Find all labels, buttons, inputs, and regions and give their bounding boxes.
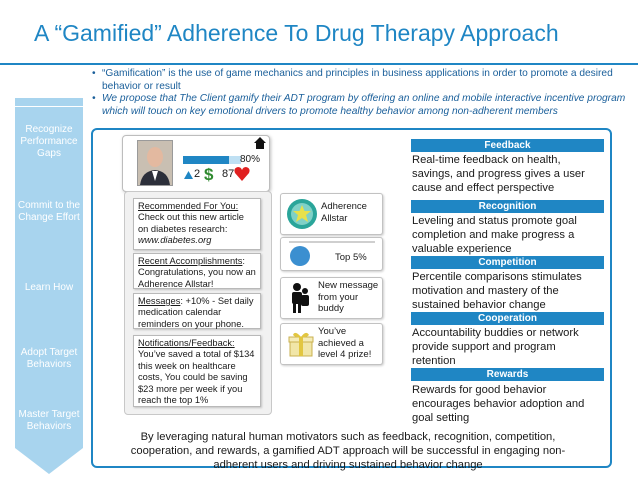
recognition-header: Recognition <box>411 200 604 213</box>
notifications-card[interactable]: Notifications/Feedback: You’ve saved a t… <box>133 335 261 407</box>
messages-card[interactable]: Messages: +10% - Set daily medication ca… <box>133 293 261 329</box>
points-value: 87 <box>222 168 235 180</box>
recommended-card[interactable]: Recommended For You: Check out this new … <box>133 198 261 250</box>
summary-text: By leveraging natural human motivators s… <box>130 431 566 471</box>
feedback-text: Real-time feedback on health, savings, a… <box>412 154 585 194</box>
cooperation-text: Accountability buddies or network provid… <box>412 327 579 367</box>
prize-card[interactable]: You’ve achieved a level 4 prize! <box>280 323 383 365</box>
bullet-definition: “Gamification” is the use of game mechan… <box>92 68 632 93</box>
slide-title: A “Gamified” Adherence To Drug Therapy A… <box>34 20 559 46</box>
message-notice-label: New message from your buddy <box>318 280 379 314</box>
recognition-text: Leveling and status promote goal complet… <box>412 215 577 255</box>
recommended-text: Check out this new article on diabetes r… <box>138 212 244 234</box>
avatar <box>137 140 173 186</box>
rewards-header: Rewards <box>411 368 604 381</box>
recommended-title: Recommended For You: <box>138 201 239 211</box>
intro-bullets: “Gamification” is the use of game mechan… <box>92 68 632 118</box>
prize-label: You’ve achieved a level 4 prize! <box>318 326 372 360</box>
dollar-icon: $ <box>204 165 214 184</box>
bullet-proposal: We propose that The Client gamify their … <box>92 93 632 118</box>
rank-label: Top 5% <box>335 252 367 263</box>
competition-text: Percentile comparisons stimulates motiva… <box>412 271 582 311</box>
feedback-header: Feedback <box>411 139 604 152</box>
step-learn: Learn How <box>24 282 74 293</box>
level-up-icon <box>184 171 193 179</box>
notifications-title: Notifications/Feedback: <box>138 338 235 348</box>
accomplishments-text: : Congratulations, you now an Adherence … <box>138 256 256 289</box>
title-divider <box>0 63 638 65</box>
notifications-text: You’ve saved a total of $134 this week o… <box>138 349 255 406</box>
rank-scale <box>289 241 375 243</box>
rank-card[interactable]: Top 5% <box>280 237 383 271</box>
accomplishments-card[interactable]: Recent Accomplishments: Congratulations,… <box>133 253 261 289</box>
progress-label: 80% <box>240 154 261 165</box>
cooperation-header: Cooperation <box>411 312 604 325</box>
step-master: Master Target Behaviors <box>18 409 80 432</box>
accomplishments-title: Recent Accomplishments <box>138 256 243 266</box>
step-commit: Commit to the Change Effort <box>17 200 81 223</box>
main-content-frame <box>91 128 612 468</box>
person-photo-icon <box>138 141 172 185</box>
allstar-badge-card[interactable]: Adherence Allstar <box>280 193 383 235</box>
allstar-label: Adherence Allstar <box>321 201 367 224</box>
rank-circle-icon <box>290 246 310 266</box>
step-arrow-graphic <box>15 98 83 474</box>
step-adopt: Adopt Target Behaviors <box>20 347 78 370</box>
profile-card <box>122 135 270 192</box>
level-value: 2 <box>194 168 201 180</box>
messages-text: : +10% - Set daily medication calendar r… <box>138 296 254 329</box>
recommended-link[interactable]: www.diabetes.org <box>138 235 212 246</box>
gift-icon <box>288 332 314 357</box>
messages-title: Messages <box>138 296 181 306</box>
step-recognize: Recognize Performance Gaps <box>20 124 78 159</box>
home-icon[interactable] <box>254 137 266 149</box>
rewards-text: Rewards for good behavior encourages beh… <box>412 384 585 424</box>
star-badge-icon <box>287 199 317 229</box>
competition-header: Competition <box>411 256 604 269</box>
progress-fill <box>183 156 230 164</box>
message-notice-card[interactable]: New message from your buddy <box>280 277 383 319</box>
people-icon <box>292 283 309 313</box>
heart-icon <box>234 167 250 181</box>
